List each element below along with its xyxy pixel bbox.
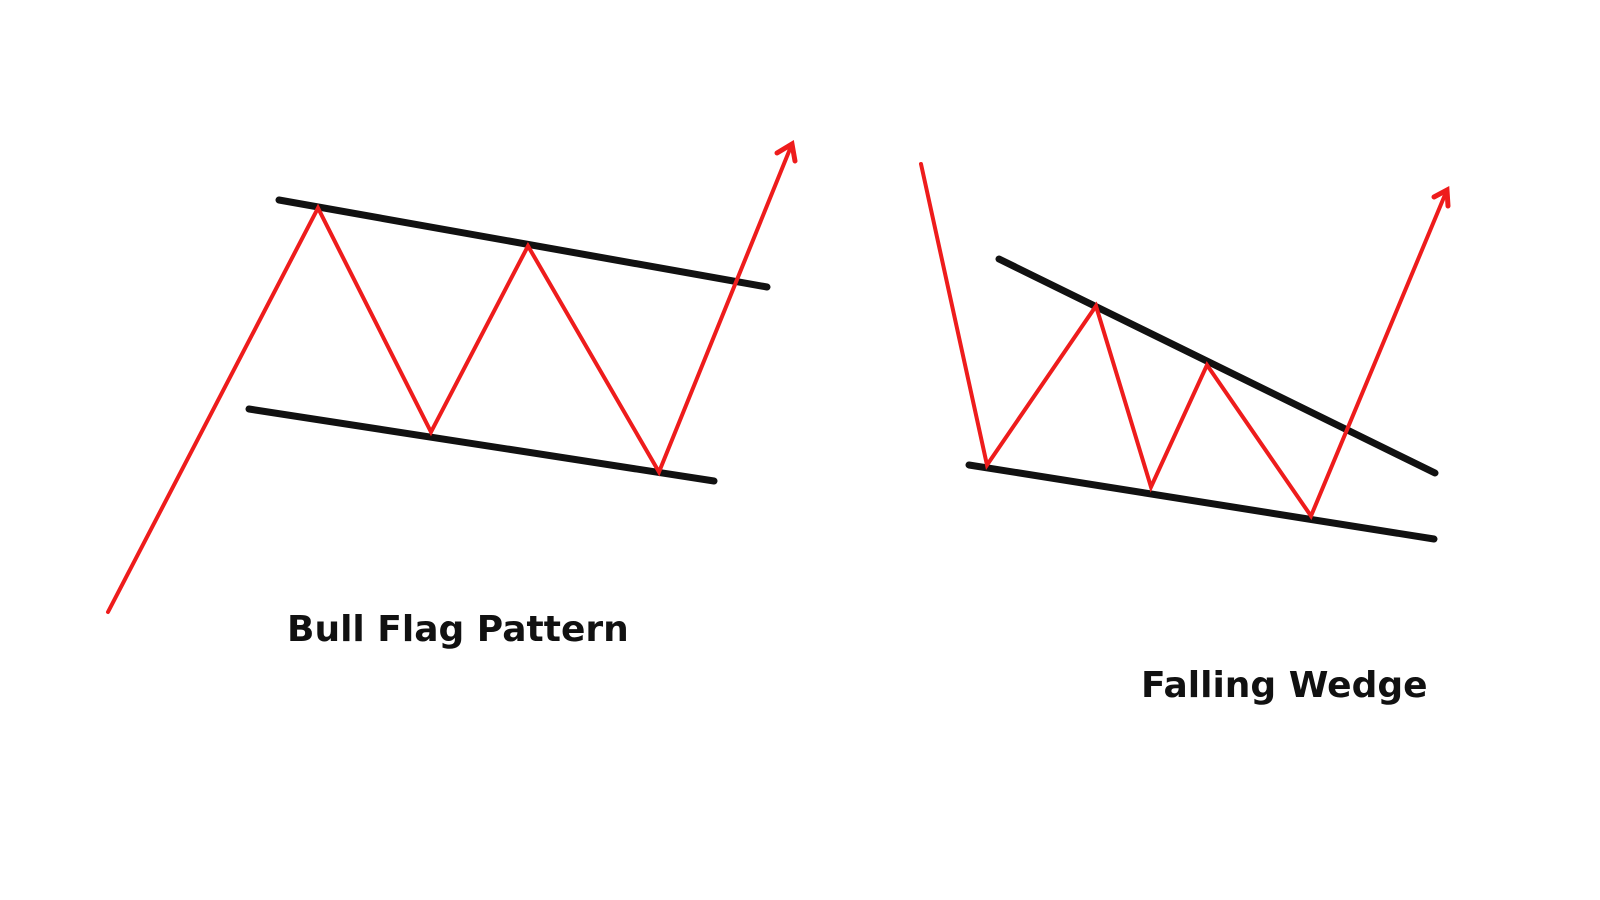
falling-wedge-price-path — [919, 162, 1449, 521]
bull-flag-lower-trendline — [245, 405, 718, 485]
bull-flag-price-path — [106, 142, 794, 614]
falling-wedge-lower-trendline — [965, 461, 1438, 543]
bull-flag-diagram — [106, 139, 798, 614]
bull-flag-upper-trendline — [275, 196, 771, 291]
falling-wedge-upper-trendline — [995, 255, 1439, 477]
bull-flag-caption: Bull Flag Pattern — [287, 609, 629, 650]
arrow-up-right-icon — [774, 139, 798, 164]
arrow-up-right-icon — [1431, 185, 1451, 209]
falling-wedge-caption: Falling Wedge — [1141, 665, 1428, 706]
falling-wedge-diagram — [919, 162, 1451, 543]
